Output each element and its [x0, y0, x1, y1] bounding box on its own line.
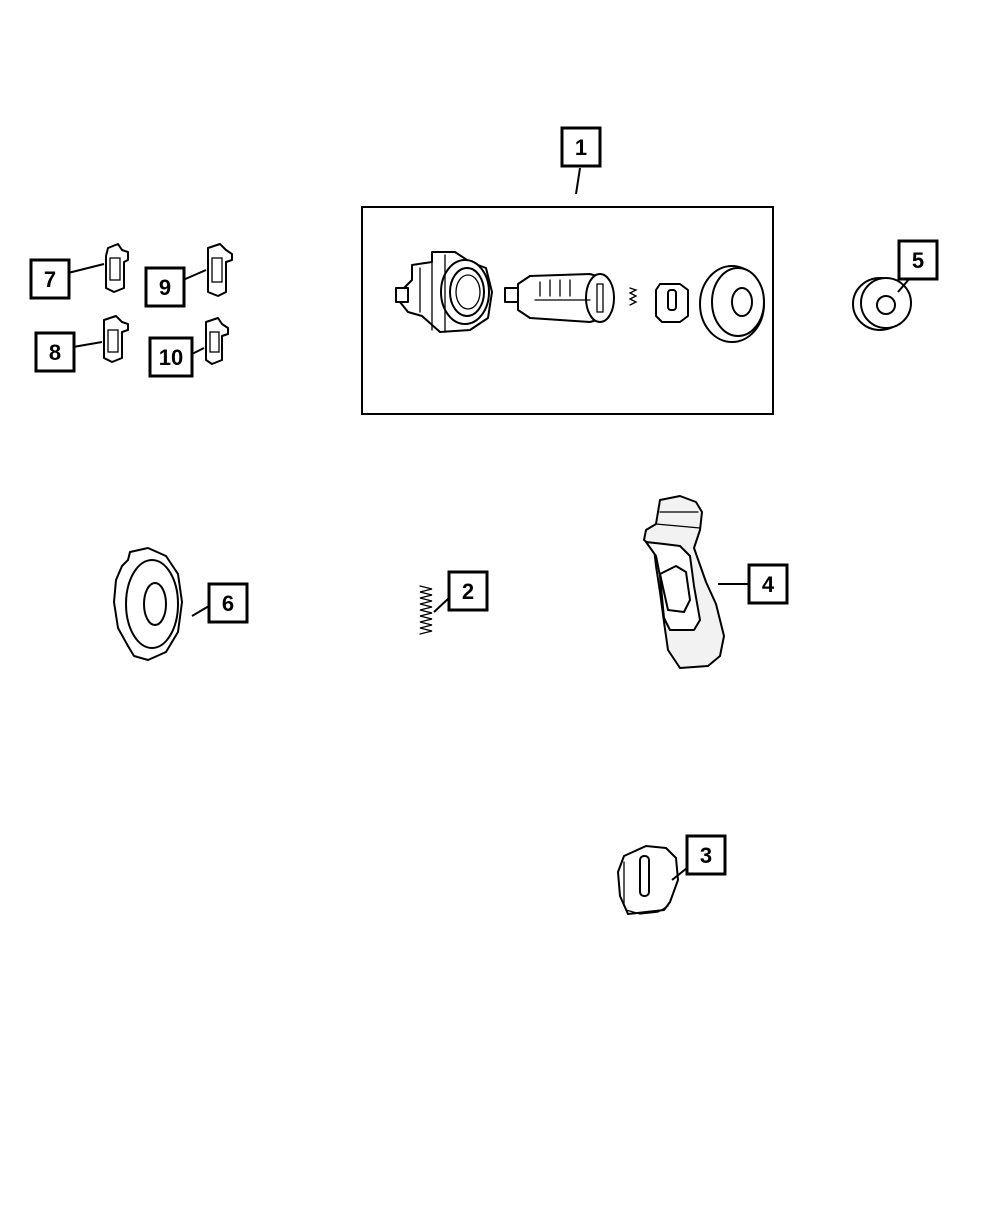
tumbler-7 — [105, 243, 129, 293]
callout-10: 10 — [148, 336, 205, 378]
small-spring-drawing — [628, 287, 638, 306]
callout-2: 2 — [433, 570, 489, 613]
callout-9-label: 9 — [159, 275, 171, 300]
callout-9: 9 — [144, 266, 207, 308]
callout-4-label: 4 — [762, 572, 775, 597]
callout-7: 7 — [29, 258, 105, 300]
part-1-lock-cylinder-kit — [361, 206, 774, 415]
part-4-shroud — [643, 495, 725, 669]
callout-6-label: 6 — [222, 591, 234, 616]
grommet-drawing — [699, 265, 765, 343]
callout-5: 5 — [897, 239, 939, 293]
callout-4: 4 — [718, 563, 789, 605]
part-3-cap — [617, 845, 679, 915]
callout-3: 3 — [671, 834, 727, 881]
tumbler-10 — [205, 317, 229, 365]
retainer-cap-drawing — [655, 283, 689, 323]
callout-5-label: 5 — [912, 248, 924, 273]
tumbler-8 — [103, 315, 129, 363]
part-6-bezel-ring — [113, 547, 183, 661]
callout-8: 8 — [34, 331, 103, 373]
lock-housing-drawing — [395, 251, 493, 333]
part-2-spring — [419, 585, 433, 635]
tumbler-9 — [207, 243, 233, 297]
callout-1: 1 — [560, 126, 602, 195]
callout-2-label: 2 — [462, 579, 474, 604]
callout-10-label: 10 — [159, 345, 183, 370]
callout-1-label: 1 — [575, 135, 587, 160]
callout-7-label: 7 — [44, 267, 56, 292]
lock-cylinder-drawing — [504, 273, 615, 323]
callout-3-label: 3 — [700, 843, 712, 868]
callout-6: 6 — [191, 582, 249, 624]
callout-8-label: 8 — [49, 340, 61, 365]
